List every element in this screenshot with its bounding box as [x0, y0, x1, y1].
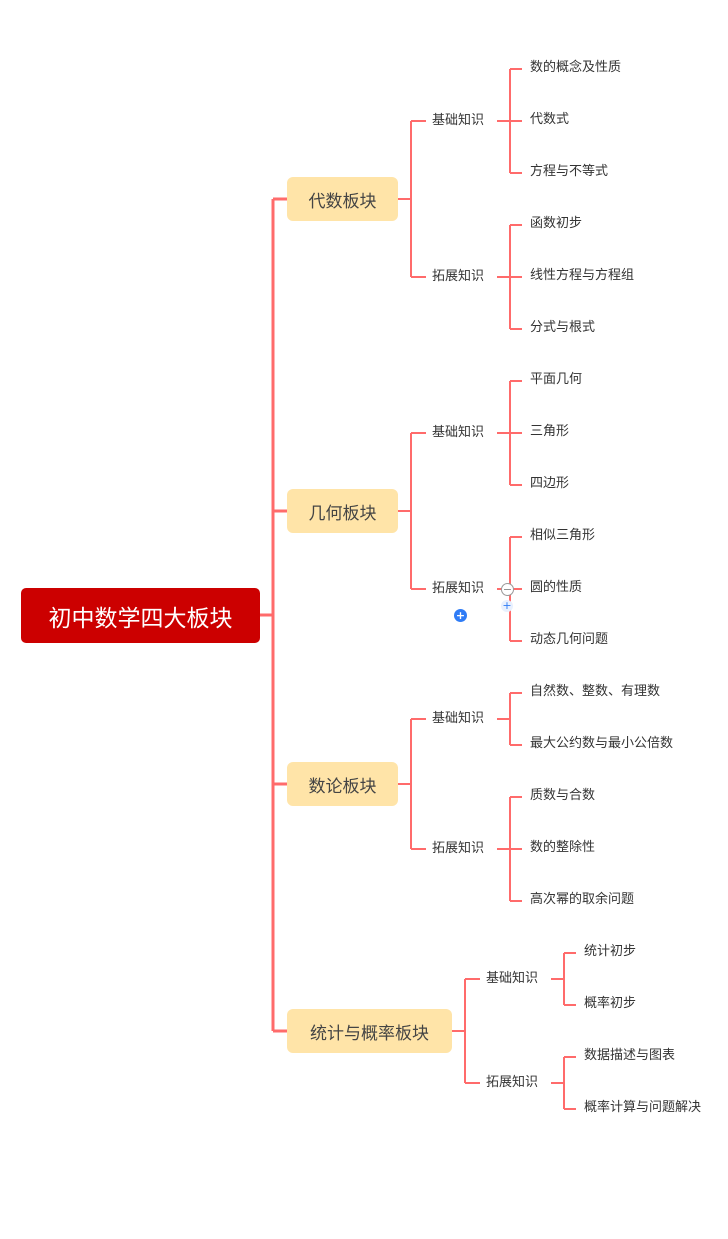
topic-node[interactable]: 代数式: [530, 112, 570, 127]
topic-node[interactable]: 概率初步: [584, 996, 637, 1011]
topic-node[interactable]: 最大公约数与最小公倍数: [530, 736, 674, 751]
category-node[interactable]: 数论板块: [287, 762, 398, 806]
group-node[interactable]: 基础知识: [486, 971, 539, 986]
topic-node[interactable]: 统计初步: [584, 944, 637, 959]
root-node[interactable]: 初中数学四大板块: [21, 588, 260, 643]
topic-node[interactable]: 高次幂的取余问题: [530, 892, 635, 907]
topic-node[interactable]: 数的概念及性质: [530, 60, 622, 75]
group-node[interactable]: 拓展知识: [432, 581, 485, 596]
topic-node[interactable]: 相似三角形: [530, 528, 596, 543]
category-node[interactable]: 代数板块: [287, 177, 398, 221]
topic-node[interactable]: 数据描述与图表: [584, 1048, 676, 1063]
add-node-icon[interactable]: +: [454, 609, 467, 622]
topic-node[interactable]: 质数与合数: [530, 788, 596, 803]
group-node[interactable]: 拓展知识: [486, 1075, 539, 1090]
group-node[interactable]: 基础知识: [432, 113, 485, 128]
group-node[interactable]: 拓展知识: [432, 269, 485, 284]
topic-node[interactable]: 方程与不等式: [530, 164, 609, 179]
add-child-icon[interactable]: +: [501, 599, 513, 612]
topic-node[interactable]: 三角形: [530, 424, 570, 439]
group-node[interactable]: 基础知识: [432, 425, 485, 440]
topic-node[interactable]: 分式与根式: [530, 320, 596, 335]
topic-node[interactable]: 概率计算与问题解决: [584, 1100, 702, 1115]
topic-node[interactable]: 函数初步: [530, 216, 583, 231]
topic-node[interactable]: 平面几何: [530, 372, 583, 387]
group-node[interactable]: 基础知识: [432, 711, 485, 726]
collapse-icon[interactable]: −: [501, 583, 514, 596]
group-node[interactable]: 拓展知识: [432, 841, 485, 856]
topic-node[interactable]: 圆的性质: [530, 580, 583, 595]
topic-node[interactable]: 动态几何问题: [530, 632, 609, 647]
topic-node[interactable]: 自然数、整数、有理数: [530, 684, 661, 699]
topic-node[interactable]: 数的整除性: [530, 840, 596, 855]
category-node[interactable]: 统计与概率板块: [287, 1009, 452, 1053]
topic-node[interactable]: 四边形: [530, 476, 570, 491]
topic-node[interactable]: 线性方程与方程组: [530, 268, 635, 283]
category-node[interactable]: 几何板块: [287, 489, 398, 533]
